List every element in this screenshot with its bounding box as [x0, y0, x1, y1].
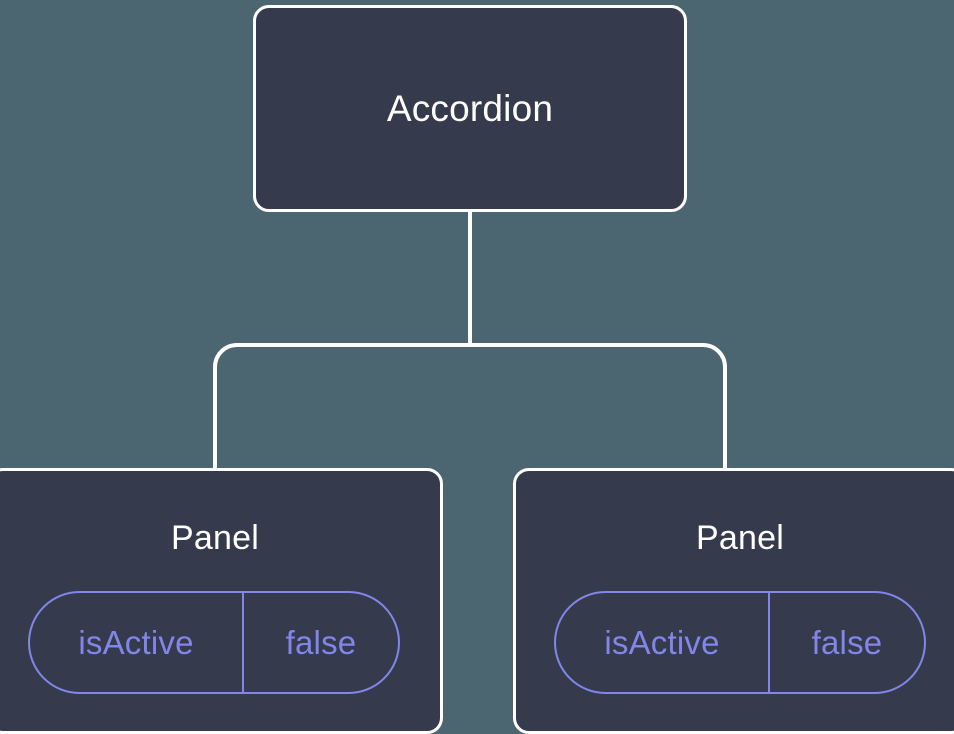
node-panel-2-prop-isactive[interactable]: isActive false: [554, 591, 926, 694]
node-accordion[interactable]: Accordion: [253, 5, 687, 212]
connector-branch-right: [470, 343, 727, 470]
prop-key: isActive: [604, 624, 720, 661]
node-panel-2[interactable]: Panel isActive false: [513, 468, 954, 734]
prop-divider: [768, 593, 770, 692]
node-panel-1[interactable]: Panel isActive false: [0, 468, 443, 734]
prop-value: false: [285, 624, 357, 661]
node-panel-1-prop-isactive[interactable]: isActive false: [28, 591, 400, 694]
connector-branch-left: [213, 343, 470, 470]
node-panel-1-label: Panel: [171, 519, 259, 557]
prop-divider: [242, 593, 244, 692]
prop-key: isActive: [78, 624, 194, 661]
node-accordion-label: Accordion: [386, 88, 554, 129]
prop-value: false: [811, 624, 883, 661]
node-panel-2-label: Panel: [696, 519, 784, 557]
